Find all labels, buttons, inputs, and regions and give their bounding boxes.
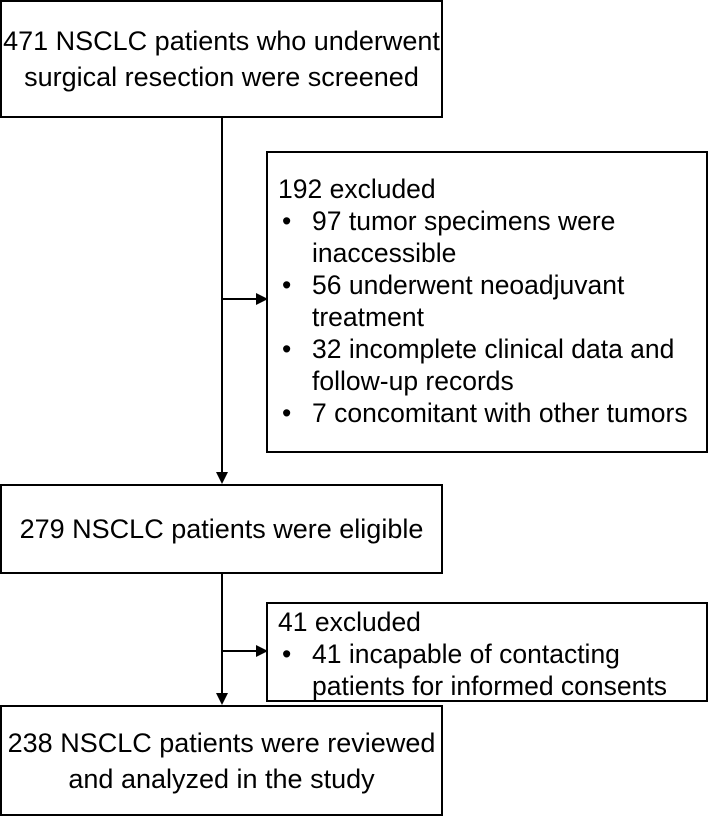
bullet: • — [282, 334, 292, 364]
excluded-box-2: 41 excluded • 41 incapable of contacting… — [266, 602, 708, 702]
excluded-1-item: • 7 concomitant with other tumors — [278, 397, 706, 429]
excluded-1-item: • 56 underwent neoadjuvant treatment — [278, 269, 706, 333]
excluded-2-item: • 41 incapable of contacting patients fo… — [278, 638, 706, 702]
item-text: treatment — [312, 302, 424, 332]
item-text: 56 underwent neoadjuvant — [312, 270, 625, 300]
item-text: patients for informed consents — [312, 671, 667, 701]
analyzed-line-2: and analyzed in the study — [68, 763, 375, 794]
screened-line-2: surgical resection were screened — [24, 62, 419, 92]
analyzed-line-1: 238 NSCLC patients were reviewed — [7, 727, 436, 758]
excluded-2-list: • 41 incapable of contacting patients fo… — [278, 638, 706, 702]
bullet: • — [282, 639, 292, 669]
excluded-box-1: 192 excluded • 97 tumor specimens were i… — [266, 151, 708, 453]
analyzed-box: 238 NSCLC patients were reviewed and ana… — [0, 705, 443, 816]
eligible-line-1: 279 NSCLC patients were eligible — [19, 514, 424, 544]
excluded-1-item: • 97 tumor specimens were inaccessible — [278, 205, 706, 269]
screened-box: 471 NSCLC patients who underwent surgica… — [0, 0, 443, 118]
item-text: inaccessible — [312, 238, 457, 268]
item-text: follow-up records — [312, 366, 514, 396]
eligible-box: 279 NSCLC patients were eligible — [0, 484, 443, 574]
excluded-2-heading: 41 excluded — [278, 607, 421, 637]
screened-line-1: 471 NSCLC patients who underwent — [3, 26, 440, 56]
excluded-1-heading: 192 excluded — [278, 174, 436, 204]
excluded-1-item: • 32 incomplete clinical data and follow… — [278, 333, 706, 397]
item-text: 41 incapable of contacting — [312, 639, 620, 669]
item-text: 32 incomplete clinical data and — [312, 334, 675, 364]
excluded-1-list: • 97 tumor specimens were inaccessible •… — [278, 205, 706, 429]
bullet: • — [282, 206, 292, 236]
bullet: • — [282, 398, 292, 428]
item-text: 97 tumor specimens were — [312, 206, 616, 236]
item-text: 7 concomitant with other tumors — [312, 398, 688, 428]
bullet: • — [282, 270, 292, 300]
